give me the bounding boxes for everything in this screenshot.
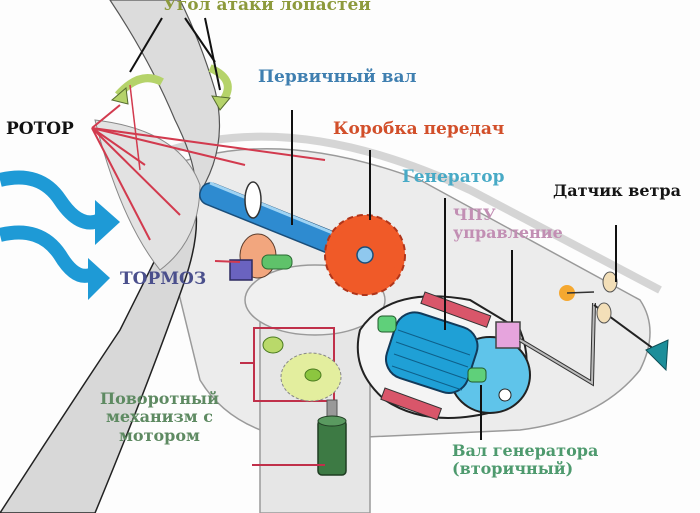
label-generator: Генератор bbox=[402, 167, 505, 187]
anemometer-cup-2 bbox=[602, 271, 618, 293]
pitch-arrow-left-head bbox=[110, 87, 129, 105]
bearing bbox=[244, 181, 262, 219]
gearbox-gear bbox=[324, 214, 406, 296]
wind-arrow-1 bbox=[0, 170, 104, 230]
label-cnc-line1: ЧПУ bbox=[453, 205, 496, 224]
label-gen-shaft-line2: (вторичный) bbox=[452, 459, 574, 479]
pitch-leader-line bbox=[129, 84, 141, 171]
generator-coupling bbox=[377, 315, 397, 333]
wind-arrow-2-head bbox=[88, 258, 110, 300]
label-yaw-line3: мотором bbox=[119, 425, 200, 445]
generator-shaft-end bbox=[467, 367, 487, 383]
brake-leader bbox=[214, 260, 241, 263]
wind-arrow-1-head bbox=[95, 200, 120, 245]
label-cnc-line2: управление bbox=[453, 223, 563, 243]
label-yaw-line1: Поворотный bbox=[100, 389, 219, 408]
wind-arrow-2 bbox=[0, 225, 93, 283]
rotor-leader-lines bbox=[91, 104, 326, 241]
label-yaw-line2: механизм с bbox=[105, 407, 213, 427]
black-leader-lines bbox=[129, 17, 617, 440]
label-gen-shaft-line1: Вал генератора bbox=[452, 441, 599, 460]
pitch-arrow-right-head bbox=[211, 95, 231, 111]
label-rotor: РОТОР bbox=[6, 119, 74, 139]
yaw-motor bbox=[317, 419, 347, 476]
brake-shaft bbox=[261, 254, 293, 270]
cnc-controller bbox=[495, 321, 521, 349]
yaw-gear-hub bbox=[304, 368, 322, 382]
generator-rotor bbox=[385, 311, 479, 394]
brake-caliper bbox=[229, 259, 253, 281]
label-blade-pitch: Угол атаки лопастей bbox=[163, 0, 371, 15]
label-generator-shaft: Вал генератора (вторичный) bbox=[452, 441, 599, 479]
label-cnc-control: ЧПУ управление bbox=[453, 205, 563, 243]
label-primary-shaft: Первичный вал bbox=[258, 67, 417, 87]
label-gearbox: Коробка передач bbox=[333, 119, 505, 139]
label-wind-sensor: Датчик ветра bbox=[553, 181, 681, 200]
anemometer-cup-3 bbox=[596, 302, 612, 324]
stator-strip-bottom bbox=[380, 387, 443, 421]
label-brake: ТОРМОЗ bbox=[120, 269, 207, 289]
yaw-gear-small bbox=[262, 336, 284, 354]
stator-strip-top bbox=[420, 291, 492, 328]
label-yaw-mechanism: Поворотный механизм с мотором bbox=[100, 389, 219, 445]
wind-vane bbox=[645, 339, 669, 372]
